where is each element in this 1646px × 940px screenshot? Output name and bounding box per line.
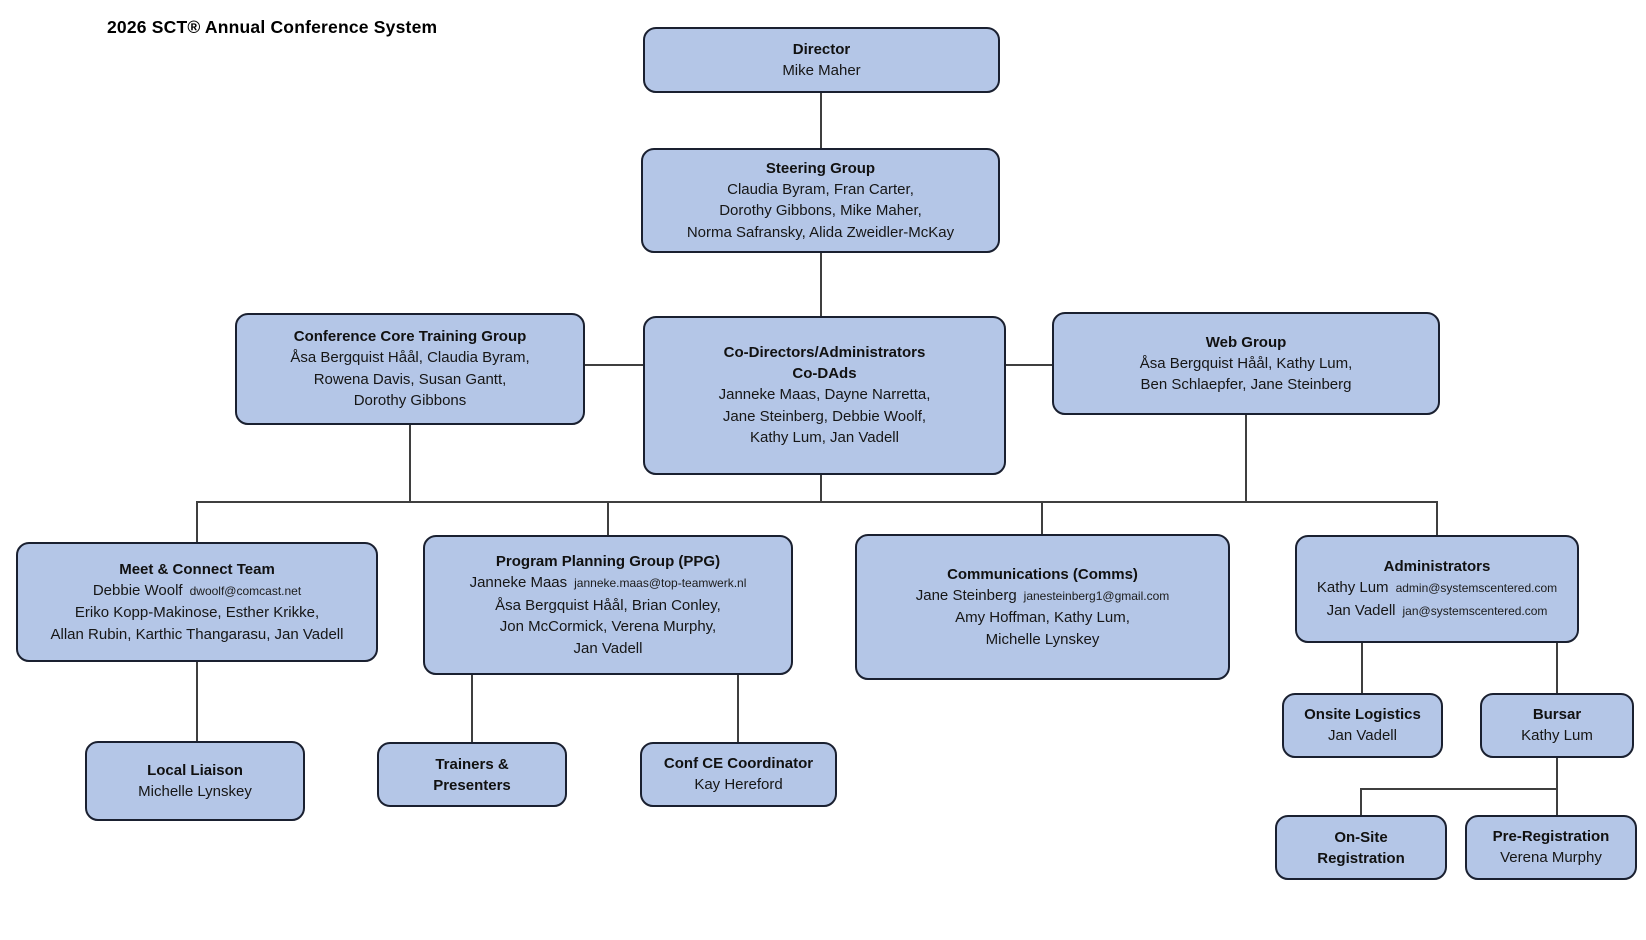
connector-rail-comms xyxy=(1041,501,1043,534)
node-title: Onsite Logistics xyxy=(1304,706,1421,724)
node-member-line: Dorothy Gibbons xyxy=(353,392,467,410)
node-member-line: Jan Vadell xyxy=(1328,727,1397,745)
node-title: Co-Directors/Administrators xyxy=(723,344,926,362)
node-title: Conference Core Training Group xyxy=(293,328,527,346)
connector-rail-admins xyxy=(1436,501,1438,535)
node-title-line2: Presenters xyxy=(433,776,511,794)
node-title-line2: Registration xyxy=(1317,849,1405,867)
node-member-line: Michelle Lynskey xyxy=(985,630,1100,648)
org-node-conf-ce-coordinator[interactable]: Conf CE Coordinator Kay Hereford xyxy=(640,742,837,807)
node-title: Local Liaison xyxy=(147,761,243,779)
lead-email: janesteinberg1@gmail.com xyxy=(1023,588,1170,603)
node-member-line: Norma Safransky, Alida Zweidler-McKay xyxy=(686,223,955,241)
node-member-line: Kathy Lum, Jan Vadell xyxy=(750,429,899,447)
org-node-trainers-presenters[interactable]: Trainers & Presenters xyxy=(377,742,567,807)
node-member-line: Jon McCormick, Verena Murphy, xyxy=(499,618,717,635)
node-title: Administrators xyxy=(1383,558,1491,575)
node-member-line: Kathy Lum xyxy=(1521,727,1593,745)
org-node-conference-core-training-group[interactable]: Conference Core Training Group Åsa Bergq… xyxy=(235,313,585,425)
connector-codads-rail xyxy=(820,475,822,502)
node-title: Communications (Comms) xyxy=(947,565,1138,583)
node-title: On-Site xyxy=(1334,828,1388,846)
node-member-line: Allan Rubin, Karthic Thangarasu, Jan Vad… xyxy=(50,625,344,643)
org-node-director[interactable]: Director Mike Maher xyxy=(643,27,1000,93)
lead-name: Debbie Woolf xyxy=(92,581,183,599)
lead-name: Jan Vadell xyxy=(1326,601,1396,619)
node-member-line: Michelle Lynskey xyxy=(138,782,252,800)
node-member-line: Jane Steinberg, Debbie Woolf, xyxy=(722,407,927,425)
connector-ppg-confce xyxy=(737,675,739,742)
org-node-pre-registration[interactable]: Pre-Registration Verena Murphy xyxy=(1465,815,1637,880)
node-member-line: Verena Murphy xyxy=(1500,849,1602,867)
node-title: Trainers & xyxy=(435,755,509,773)
node-lead-row: Janneke Maas janneke.maas@top-teamwerk.n… xyxy=(470,572,747,595)
connector-registration-rail xyxy=(1360,788,1557,790)
node-title: Program Planning Group (PPG) xyxy=(495,553,721,570)
node-lead-row: Debbie Woolf dwoolf@comcast.net xyxy=(93,580,301,603)
connector-ppg-trainers xyxy=(471,675,473,742)
connector-cctg-rail xyxy=(409,425,411,502)
connector-meet-local xyxy=(196,662,198,741)
org-node-meet-connect-team[interactable]: Meet & Connect Team Debbie Woolf dwoolf@… xyxy=(16,542,378,662)
page-title: 2026 SCT® Annual Conference System xyxy=(107,17,438,37)
node-member-line: Janneke Maas, Dayne Narretta, xyxy=(718,386,931,404)
node-member-line: Dorothy Gibbons, Mike Maher, xyxy=(719,202,922,220)
org-node-bursar[interactable]: Bursar Kathy Lum xyxy=(1480,693,1634,758)
node-title: Web Group xyxy=(1205,333,1287,351)
node-lead-row: Kathy Lum admin@systemscentered.com xyxy=(1317,577,1557,600)
node-subtitle: Co-DAds xyxy=(792,365,857,383)
org-node-onsite-logistics[interactable]: Onsite Logistics Jan Vadell xyxy=(1282,693,1443,758)
node-title: Director xyxy=(792,40,851,58)
lead-email: dwoolf@comcast.net xyxy=(189,583,302,598)
connector-codads-web xyxy=(1006,364,1052,366)
node-member-line: Amy Hoffman, Kathy Lum, xyxy=(955,609,1130,627)
node-member-line: Åsa Bergquist Håål, Brian Conley, xyxy=(495,596,721,614)
connector-main-rail xyxy=(196,501,1437,503)
org-node-communications[interactable]: Communications (Comms) Jane Steinberg ja… xyxy=(855,534,1230,680)
node-member-line: Kay Hereford xyxy=(694,776,783,794)
connector-rail-osr xyxy=(1360,788,1362,815)
lead-email: janneke.maas@top-teamwerk.nl xyxy=(574,576,747,590)
node-member-line: Eriko Kopp-Makinose, Esther Krikke, xyxy=(74,604,320,622)
node-member-line: Åsa Bergquist Håål, Claudia Byram, xyxy=(290,349,530,367)
node-member-line: Åsa Bergquist Håål, Kathy Lum, xyxy=(1139,354,1353,372)
org-node-steering-group[interactable]: Steering Group Claudia Byram, Fran Carte… xyxy=(641,148,1000,253)
node-title: Pre-Registration xyxy=(1492,828,1610,846)
org-node-onsite-registration[interactable]: On-Site Registration xyxy=(1275,815,1447,880)
connector-director-steering xyxy=(820,93,822,148)
node-title: Conf CE Coordinator xyxy=(663,755,814,773)
node-title: Bursar xyxy=(1532,706,1582,724)
connector-web-rail xyxy=(1245,415,1247,502)
connector-steering-codads xyxy=(820,253,822,316)
node-title: Meet & Connect Team xyxy=(119,560,275,578)
lead-email: jan@systemscentered.com xyxy=(1402,603,1548,618)
connector-admins-bursar xyxy=(1556,643,1558,693)
lead-email: admin@systemscentered.com xyxy=(1395,581,1558,595)
org-node-local-liaison[interactable]: Local Liaison Michelle Lynskey xyxy=(85,741,305,821)
node-lead-row: Jan Vadell jan@systemscentered.com xyxy=(1327,600,1548,623)
lead-name: Janneke Maas xyxy=(469,574,568,591)
connector-rail-ppg xyxy=(607,501,609,535)
connector-cctg-codads xyxy=(585,364,643,366)
node-member-line: Rowena Davis, Susan Gantt, xyxy=(313,370,507,388)
connector-rail-meet xyxy=(196,501,198,542)
org-node-web-group[interactable]: Web Group Åsa Bergquist Håål, Kathy Lum,… xyxy=(1052,312,1440,415)
org-node-co-dads[interactable]: Co-Directors/Administrators Co-DAds Jann… xyxy=(643,316,1006,475)
org-node-administrators[interactable]: Administrators Kathy Lum admin@systemsce… xyxy=(1295,535,1579,643)
lead-name: Jane Steinberg xyxy=(915,586,1017,604)
lead-name: Kathy Lum xyxy=(1316,579,1389,596)
connector-bursar-stem xyxy=(1556,758,1558,815)
node-member-line: Jan Vadell xyxy=(573,639,643,657)
node-lead-row: Jane Steinberg janesteinberg1@gmail.com xyxy=(916,585,1170,608)
connector-admins-onsite xyxy=(1361,643,1363,693)
org-node-program-planning-group[interactable]: Program Planning Group (PPG) Janneke Maa… xyxy=(423,535,793,675)
node-member-line: Claudia Byram, Fran Carter, xyxy=(727,180,914,198)
node-member-line: Ben Schlaepfer, Jane Steinberg xyxy=(1140,376,1352,393)
node-member-line: Mike Maher xyxy=(782,61,861,79)
node-title: Steering Group xyxy=(765,159,876,177)
